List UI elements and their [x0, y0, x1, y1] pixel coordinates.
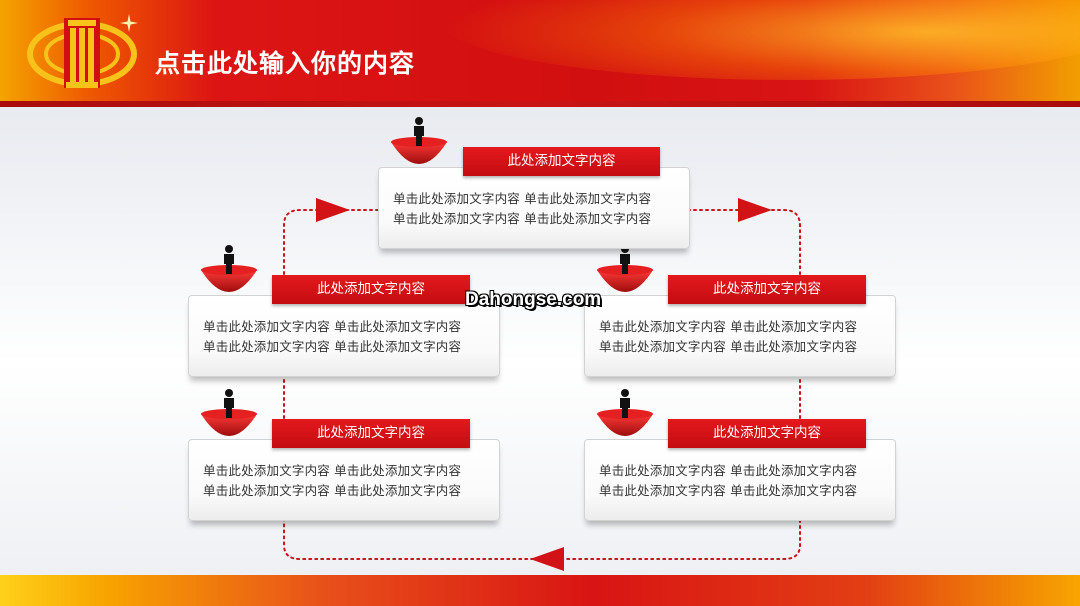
person-on-bowl-icon [391, 117, 447, 164]
node-text-line[interactable]: 单击此处添加文字内容 单击此处添加文字内容 [203, 339, 462, 354]
watermark: Dahongse.com [465, 289, 602, 310]
page-title[interactable]: 点击此处输入你的内容 [155, 49, 416, 78]
tax-emblem-logo [27, 18, 137, 88]
node-tag-2[interactable]: 此处添加文字内容 [272, 275, 470, 304]
node-text-line[interactable]: 单击此处添加文字内容 单击此处添加文字内容 [393, 211, 652, 226]
node-card-2[interactable]: 单击此处添加文字内容 单击此处添加文字内容 单击此处添加文字内容 单击此处添加文… [188, 295, 500, 377]
person-on-bowl-icon [597, 389, 653, 436]
node-tag-1[interactable]: 此处添加文字内容 [463, 147, 660, 176]
person-on-bowl-icon [597, 245, 653, 292]
person-on-bowl-icon [201, 389, 257, 436]
node-card-3[interactable]: 单击此处添加文字内容 单击此处添加文字内容 单击此处添加文字内容 单击此处添加文… [584, 295, 896, 377]
arrow-right-icon [316, 198, 350, 222]
node-card-4[interactable]: 单击此处添加文字内容 单击此处添加文字内容 单击此处添加文字内容 单击此处添加文… [188, 439, 500, 521]
node-text-line[interactable]: 单击此处添加文字内容 单击此处添加文字内容 [599, 463, 858, 478]
node-text-line[interactable]: 单击此处添加文字内容 单击此处添加文字内容 [599, 483, 858, 498]
node-text-line[interactable]: 单击此处添加文字内容 单击此处添加文字内容 [203, 463, 462, 478]
node-tag-4[interactable]: 此处添加文字内容 [272, 419, 470, 448]
node-text-line[interactable]: 单击此处添加文字内容 单击此处添加文字内容 [599, 339, 858, 354]
sparkle-icon [120, 14, 138, 32]
arrow-right-icon [738, 198, 772, 222]
node-text-line[interactable]: 单击此处添加文字内容 单击此处添加文字内容 [393, 191, 652, 206]
node-tag-3[interactable]: 此处添加文字内容 [668, 275, 866, 304]
node-text-line[interactable]: 单击此处添加文字内容 单击此处添加文字内容 [203, 319, 462, 334]
footer-banner [0, 575, 1080, 606]
header-banner: 点击此处输入你的内容 [0, 0, 1080, 107]
node-tag-5[interactable]: 此处添加文字内容 [668, 419, 866, 448]
node-card-1[interactable]: 单击此处添加文字内容 单击此处添加文字内容 单击此处添加文字内容 单击此处添加文… [378, 167, 690, 249]
node-text-line[interactable]: 单击此处添加文字内容 单击此处添加文字内容 [203, 483, 462, 498]
person-on-bowl-icon [201, 245, 257, 292]
arrow-left-icon [530, 547, 564, 571]
header-stripe [0, 101, 1080, 107]
node-card-5[interactable]: 单击此处添加文字内容 单击此处添加文字内容 单击此处添加文字内容 单击此处添加文… [584, 439, 896, 521]
node-text-line[interactable]: 单击此处添加文字内容 单击此处添加文字内容 [599, 319, 858, 334]
